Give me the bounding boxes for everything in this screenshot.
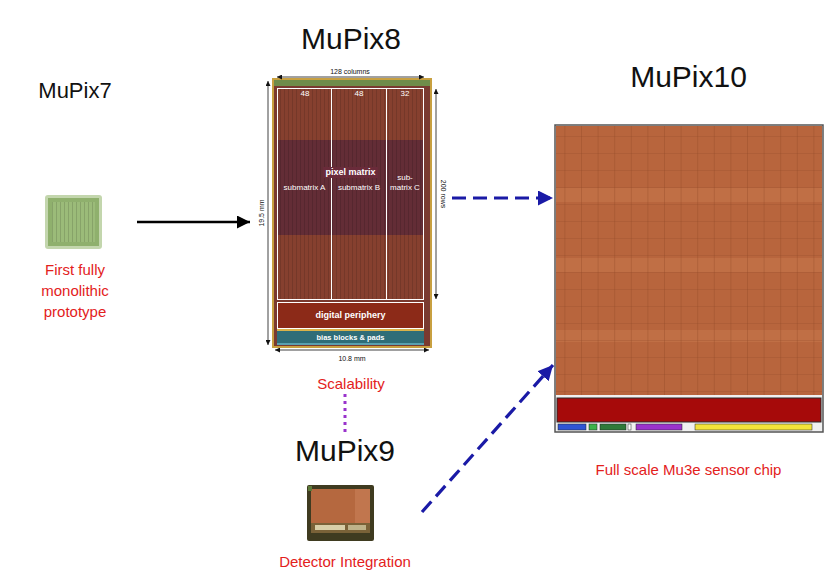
region-label: submatrix B — [332, 183, 386, 193]
dimension-line — [436, 89, 437, 299]
dotted-link — [344, 394, 347, 434]
chip-name: MuPix10 — [630, 60, 747, 94]
region-label: pixel matrix — [323, 167, 377, 178]
chip-shade — [355, 489, 370, 523]
dimension-label: 19.5 mm — [258, 199, 265, 226]
submatrix-region: submatrix B — [332, 89, 387, 299]
periphery-area — [277, 302, 424, 329]
chip-die — [48, 198, 99, 246]
column-count: 48 — [301, 90, 310, 98]
region-label: bias blocks & pads — [317, 333, 385, 342]
region-label: submatrix A — [278, 183, 331, 193]
pad-block — [695, 424, 812, 430]
dimension-label: 200 rows — [440, 180, 447, 208]
pad-block — [636, 424, 682, 430]
dimension-line — [277, 77, 424, 78]
chip-halo — [45, 195, 102, 249]
chip-periphery — [311, 523, 370, 533]
mupix10-chip — [555, 125, 823, 432]
dimension-line — [268, 81, 269, 345]
chip-carrier — [307, 485, 374, 541]
chip-caption: First fully monolithic prototype — [13, 259, 137, 322]
region-label: sub-matrix C — [387, 173, 423, 193]
flow-arrow — [422, 365, 553, 512]
flow-arrow — [452, 196, 553, 199]
pad-edge — [277, 343, 424, 345]
chip-core — [52, 202, 95, 242]
pad-block — [628, 424, 631, 430]
chip-group: MuPix7First fully monolithic prototype — [13, 78, 137, 322]
chip-group: MuPix8Scalability pixel matrix submatrix A… — [250, 22, 452, 394]
chip-caption: Scalability — [317, 373, 385, 394]
column-count: 48 — [355, 90, 364, 98]
dimension-label: 128 columns — [330, 68, 370, 75]
chip-top-strip — [274, 80, 430, 86]
chip-speck — [308, 486, 312, 491]
periphery-region: digital periphery — [277, 302, 424, 329]
chip-die — [555, 125, 823, 432]
flow-arrow — [137, 221, 250, 224]
chip-pads — [348, 525, 366, 530]
chip-pads — [315, 525, 345, 530]
bias-area — [277, 331, 424, 343]
periphery-edge — [277, 329, 424, 331]
matrix-area — [277, 88, 424, 300]
chip-texture — [52, 202, 95, 242]
matrix-texture — [277, 88, 424, 300]
chip-caption: Full scale Mu3e sensor chip — [596, 459, 782, 480]
pixel-matrix-region: pixel matrix submatrix Asubmatrix Bsub-ma… — [277, 88, 424, 300]
bias-region: bias blocks & pads — [277, 331, 424, 343]
chip-name: MuPix7 — [38, 78, 111, 104]
region-label: digital periphery — [315, 310, 385, 321]
chip-caption: Detector Integration — [279, 551, 411, 572]
chip-name: MuPix9 — [295, 434, 395, 468]
submatrix-region: submatrix A — [278, 89, 332, 299]
dimension-label: 10.8 mm — [338, 355, 365, 362]
mupix7-chip — [45, 195, 102, 249]
mupix9-chip — [307, 485, 374, 541]
submatrix-region: sub-matrix C — [387, 89, 423, 299]
pad-block — [589, 424, 597, 430]
mupix8-chip — [268, 77, 436, 350]
chip-group: MuPix10Full scale Mu3e sensor chip — [553, 60, 824, 480]
periphery-area — [557, 398, 821, 422]
pad-block — [600, 424, 626, 430]
dimension-line — [275, 350, 429, 351]
chip-die — [273, 79, 431, 347]
column-count: 32 — [401, 90, 410, 98]
chip-die — [311, 489, 370, 523]
pad-block — [558, 424, 586, 430]
chip-name: MuPix8 — [301, 22, 401, 56]
chip-group: MuPix9Detector Integration — [268, 434, 422, 572]
matrix-area — [556, 126, 822, 395]
matrix-grid — [556, 126, 822, 395]
